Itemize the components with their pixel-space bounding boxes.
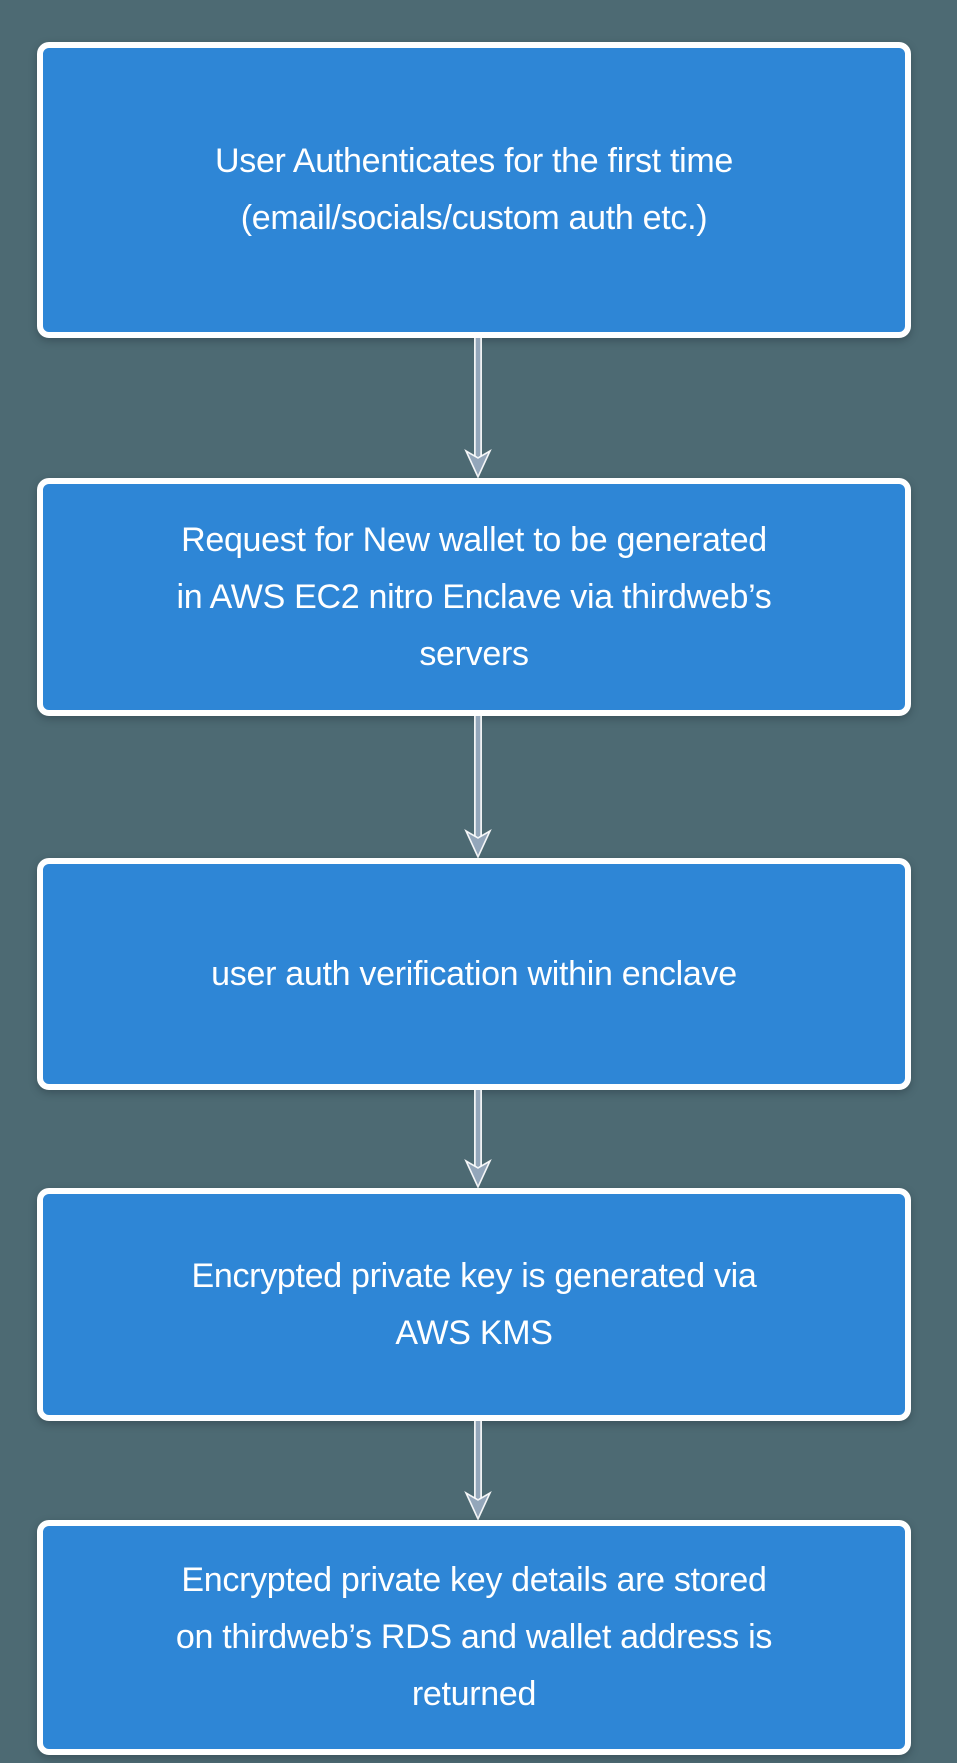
step-4-line-1: Encrypted private key is generated via bbox=[191, 1256, 757, 1295]
step-5-line-3: returned bbox=[411, 1675, 537, 1713]
step-2-line-1: Request for New wallet to be generated bbox=[181, 520, 767, 559]
connector-1 bbox=[462, 338, 494, 478]
flow-step-2: Request for New wallet to be generated i… bbox=[37, 478, 911, 716]
connector-4 bbox=[462, 1421, 494, 1520]
arrow-down-icon bbox=[464, 338, 492, 478]
flow-step-5: Encrypted private key details are stored… bbox=[37, 1520, 911, 1755]
flow-step-1: User Authenticates for the first time (e… bbox=[37, 42, 911, 338]
step-5-line-2: on thirdweb’s RDS and wallet address is bbox=[175, 1618, 773, 1656]
arrow-down-icon bbox=[464, 1090, 492, 1188]
step-4-line-2: AWS KMS bbox=[395, 1313, 553, 1352]
step-2-line-2: in AWS EC2 nitro Enclave via thirdweb’s bbox=[176, 577, 772, 616]
flow-step-4: Encrypted private key is generated via A… bbox=[37, 1188, 911, 1421]
connector-3 bbox=[462, 1090, 494, 1188]
arrow-down-icon bbox=[464, 716, 492, 858]
step-3-line-1: user auth verification within enclave bbox=[211, 954, 737, 993]
flow-step-3: user auth verification within enclave bbox=[37, 858, 911, 1090]
step-5-line-1: Encrypted private key details are stored bbox=[181, 1561, 767, 1599]
step-1-line-1: User Authenticates for the first time bbox=[214, 142, 733, 180]
arrow-down-icon bbox=[464, 1421, 492, 1520]
step-1-line-2: (email/socials/custom auth etc.) bbox=[240, 199, 708, 237]
connector-2 bbox=[462, 716, 494, 858]
step-2-line-3: servers bbox=[419, 634, 529, 673]
